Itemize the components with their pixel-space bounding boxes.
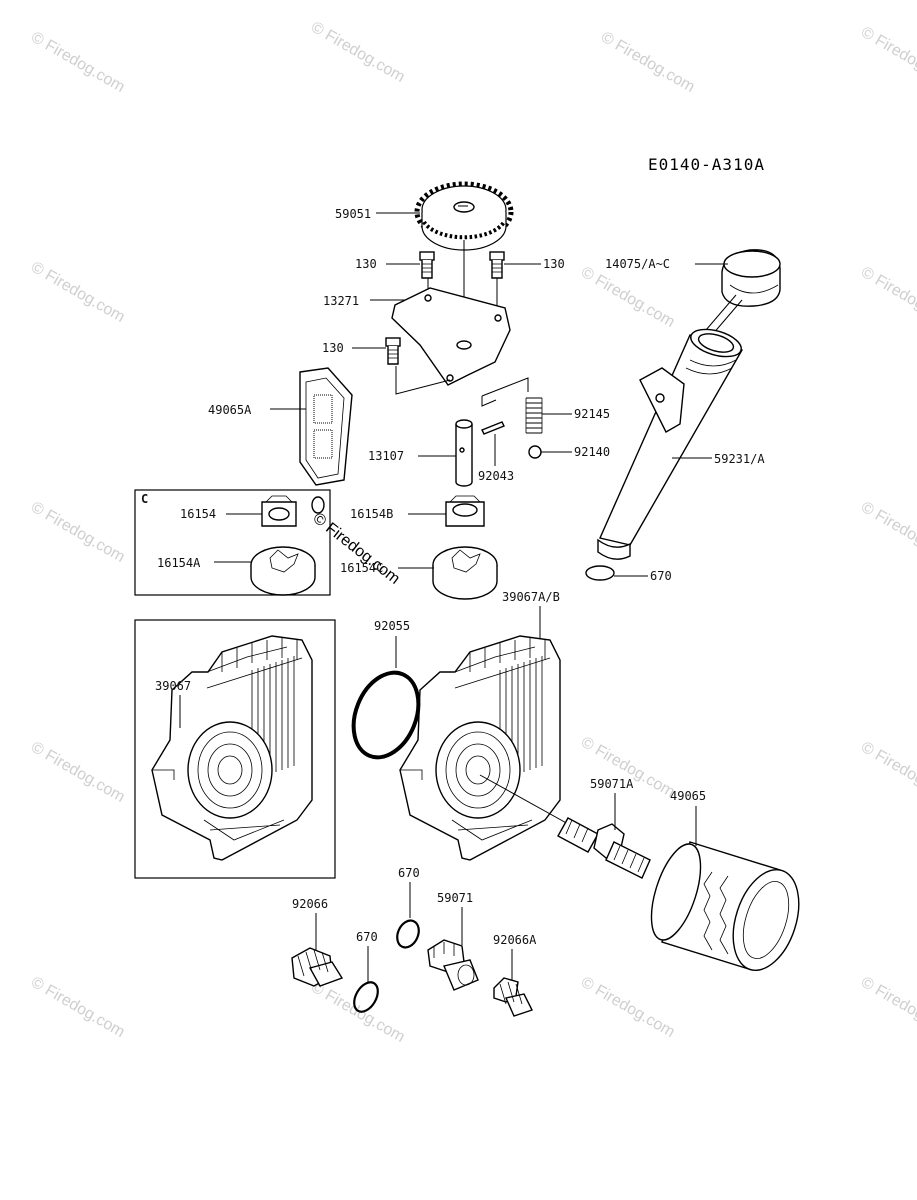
label-92055: 92055 (374, 619, 410, 633)
o-ring-670-middle (396, 919, 420, 949)
rotor-outer-16154A (250, 546, 316, 596)
watermark-text: © Firedog.com (28, 499, 128, 566)
watermark-text: © Firedog.com (310, 510, 403, 588)
label-13271: 13271 (323, 294, 359, 308)
o-ring-670-lower (353, 981, 379, 1013)
label-92140: 92140 (574, 445, 610, 459)
label-59051: 59051 (335, 207, 371, 221)
watermark-text: © Firedog.com (28, 974, 128, 1041)
label-130-b: 130 (543, 257, 565, 271)
label-16154A: 16154A (157, 556, 201, 570)
diagram-code: E0140-A310A (648, 155, 765, 174)
o-ring-670-tube (585, 565, 615, 581)
watermark-text: © Firedog.com (308, 19, 408, 86)
plug-59071 (427, 939, 479, 991)
gear-59051 (414, 181, 514, 251)
rotor-16154B (445, 495, 485, 527)
watermark-text: © Firedog.com (28, 29, 128, 96)
inset-box-c (134, 489, 331, 596)
oil-filler-tube-59231 (597, 328, 744, 560)
label-92145: 92145 (574, 407, 610, 421)
watermark-text: © Firedog.com (858, 974, 917, 1041)
label-59071: 59071 (437, 891, 473, 905)
watermark-text: © Firedog.com (578, 974, 678, 1041)
fitting-59071A (557, 817, 651, 879)
watermark-text: © Firedog.com (858, 499, 917, 566)
cylinder-block-39067AB (399, 635, 561, 861)
watermark-text: © Firedog.com (28, 739, 128, 806)
label-92043: 92043 (478, 469, 514, 483)
label-670-c: 670 (356, 930, 378, 944)
label-130-a: 130 (355, 257, 377, 271)
pin-92043 (481, 421, 505, 435)
label-130-c: 130 (322, 341, 344, 355)
label-49065A: 49065A (208, 403, 252, 417)
inset-label-c: C (141, 492, 148, 506)
bolt-130-right (489, 251, 505, 279)
label-16154B: 16154B (350, 507, 393, 521)
label-59231: 59231/A (714, 452, 765, 466)
watermark-text: © Firedog.com (598, 29, 698, 96)
label-14075: 14075/A~C (605, 257, 670, 271)
plug-92066 (291, 947, 344, 987)
label-92066A: 92066A (493, 933, 537, 947)
label-49065: 49065 (670, 789, 706, 803)
label-92066: 92066 (292, 897, 328, 911)
bolt-130-lower (385, 337, 401, 365)
plug-92066A (493, 977, 533, 1017)
watermark-text: © Firedog.com (858, 24, 917, 91)
rotor-16154C (432, 546, 498, 600)
o-ring-92055 (351, 670, 421, 760)
ball-92140 (528, 445, 542, 459)
cylinder-block-39067 (151, 635, 313, 861)
bolt-130-left (419, 251, 435, 279)
inset-box-39067 (134, 619, 336, 879)
label-16154C: 16154C (340, 561, 383, 575)
label-670-a: 670 (650, 569, 672, 583)
label-16154: 16154 (180, 507, 216, 521)
watermark-text: © Firedog.com (28, 259, 128, 326)
oil-screen-49065A (299, 367, 353, 486)
watermark-text: © Firedog.com (308, 979, 408, 1046)
oil-filter-49065 (650, 841, 800, 972)
label-59071A: 59071A (590, 777, 634, 791)
watermark-text: © Firedog.com (858, 739, 917, 806)
watermark-text: © Firedog.com (578, 264, 678, 331)
label-39067AB: 39067A/B (502, 590, 560, 604)
label-13107: 13107 (368, 449, 404, 463)
dipstick-cap-14075 (705, 249, 781, 336)
spring-92145 (525, 397, 543, 434)
rotor-16154 (261, 495, 297, 527)
label-39067: 39067 (155, 679, 191, 693)
shaft-13107 (455, 419, 473, 487)
label-670-b: 670 (398, 866, 420, 880)
watermark-text: © Firedog.com (858, 264, 917, 331)
plate-13271 (391, 287, 511, 386)
